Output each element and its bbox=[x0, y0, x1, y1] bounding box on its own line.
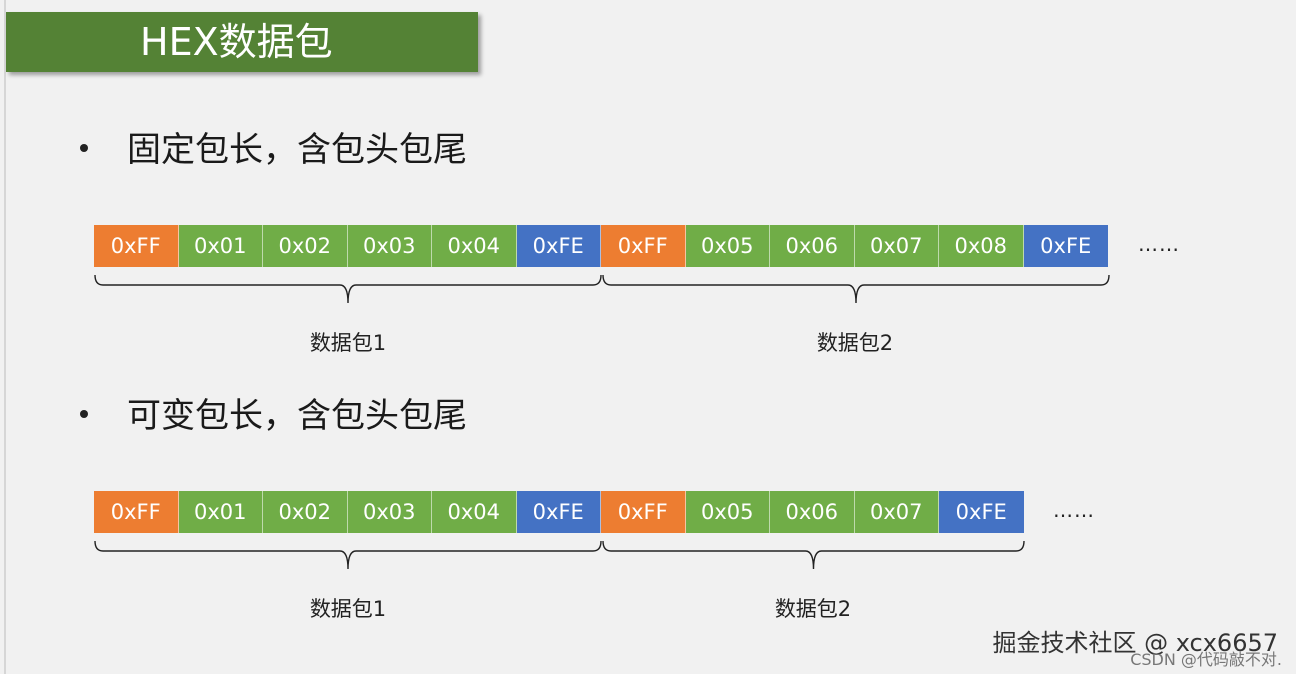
byte-cell-data: 0x03 bbox=[347, 225, 432, 267]
ellipsis: …… bbox=[1053, 498, 1095, 522]
watermark: 掘金技术社区 @ xcx6657 bbox=[992, 629, 1278, 657]
byte-cell-data: 0x01 bbox=[178, 491, 263, 533]
byte-cell-data: 0x07 bbox=[854, 225, 939, 267]
slide-title: HEX数据包 bbox=[140, 20, 333, 64]
byte-cell-header: 0xFF bbox=[94, 225, 179, 267]
byte-cell-data: 0x03 bbox=[347, 491, 432, 533]
byte-cell-tail: 0xFE bbox=[1023, 225, 1108, 267]
byte-cell-header: 0xFF bbox=[94, 491, 179, 533]
byte-cell-data: 0x08 bbox=[939, 225, 1024, 267]
bullet-text: 固定包长，含包头包尾 bbox=[127, 130, 467, 170]
packet-label-1: 数据包1 bbox=[309, 331, 387, 355]
bullet-text: 可变包长，含包头包尾 bbox=[127, 396, 467, 436]
byte-cell-data: 0x05 bbox=[685, 225, 770, 267]
byte-cell-data: 0x05 bbox=[685, 491, 770, 533]
packet-label-2: 数据包2 bbox=[816, 331, 894, 355]
byte-cell-data: 0x02 bbox=[263, 225, 348, 267]
byte-cell-data: 0x02 bbox=[263, 491, 348, 533]
packet-label-2: 数据包2 bbox=[774, 597, 852, 621]
byte-cell-tail: 0xFE bbox=[939, 491, 1024, 533]
packet-label-1: 数据包1 bbox=[309, 597, 387, 621]
ellipsis: …… bbox=[1138, 232, 1180, 256]
byte-cell-data: 0x04 bbox=[432, 225, 517, 267]
byte-cell-tail: 0xFE bbox=[516, 225, 601, 267]
watermark-sub: CSDN @代码敲不对. bbox=[1130, 650, 1282, 669]
packet-brace-2 bbox=[602, 274, 1110, 304]
title-banner: HEX数据包 bbox=[6, 12, 478, 72]
byte-cell-data: 0x04 bbox=[432, 491, 517, 533]
byte-cell-header: 0xFF bbox=[601, 491, 686, 533]
byte-cell-data: 0x06 bbox=[770, 491, 855, 533]
bullet-dot-icon bbox=[80, 410, 88, 418]
byte-cell-header: 0xFF bbox=[601, 225, 686, 267]
bullet-dot-icon bbox=[80, 144, 88, 152]
slide-left-rule bbox=[4, 0, 6, 674]
packet-brace-2 bbox=[602, 540, 1025, 570]
packet-brace-1 bbox=[94, 540, 602, 570]
packet-brace-1 bbox=[94, 274, 602, 304]
byte-cell-data: 0x07 bbox=[854, 491, 939, 533]
byte-cell-data: 0x01 bbox=[178, 225, 263, 267]
byte-cell-tail: 0xFE bbox=[516, 491, 601, 533]
byte-cell-data: 0x06 bbox=[770, 225, 855, 267]
